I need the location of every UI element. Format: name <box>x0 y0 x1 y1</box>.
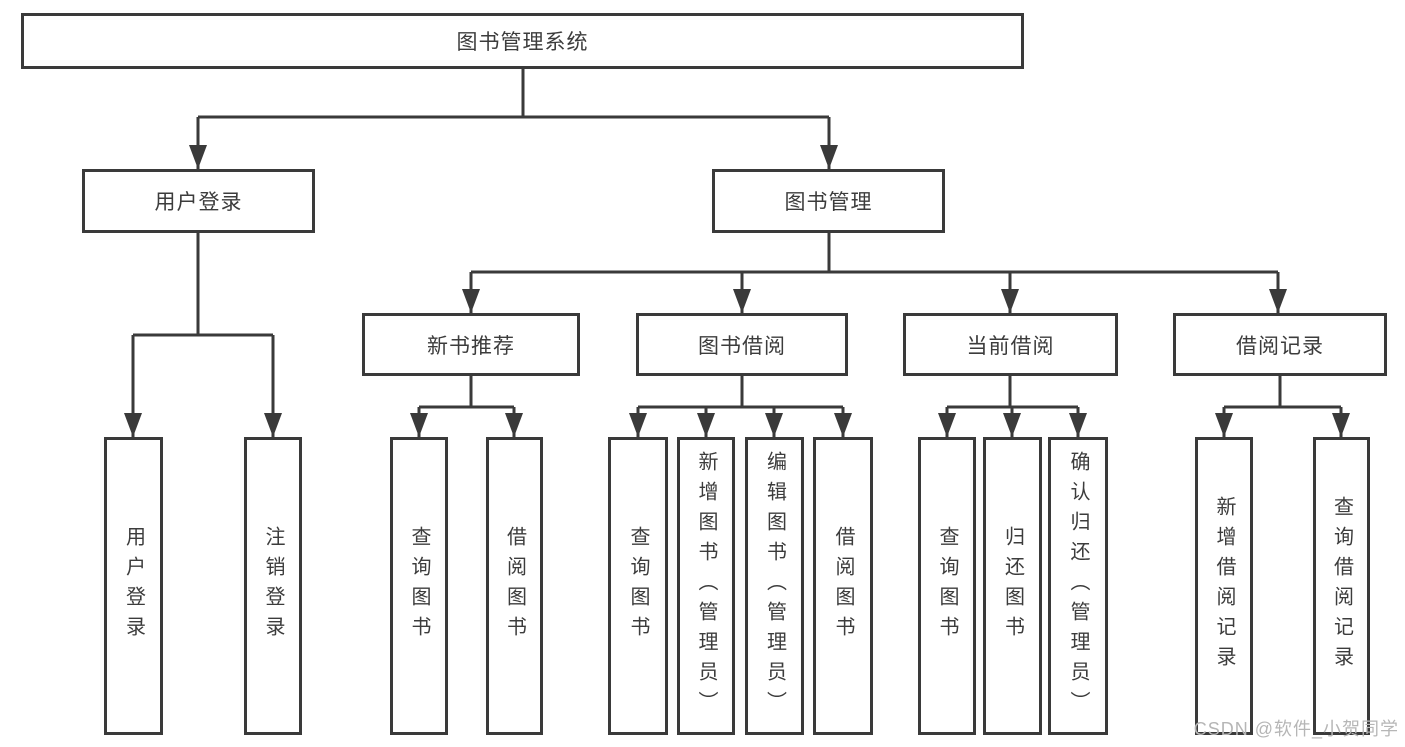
node-borrowing-records: 借阅记录 <box>1173 313 1387 376</box>
leaf-add-books-admin: 新增图书（管理员） <box>677 437 735 735</box>
node-new-book-recommendation: 新书推荐 <box>362 313 580 376</box>
leaf-query-books-current: 查询图书 <box>918 437 976 735</box>
node-user-login: 用户登录 <box>82 169 315 233</box>
leaf-return-books: 归还图书 <box>983 437 1042 735</box>
leaf-user-login: 用户登录 <box>104 437 163 735</box>
leaf-label: 新增借阅记录 <box>1213 496 1235 676</box>
leaf-label: 借阅图书 <box>503 526 526 646</box>
leaf-label: 查询图书 <box>936 526 958 646</box>
leaf-label: 确认归还（管理员） <box>1067 451 1089 721</box>
leaf-edit-books-admin: 编辑图书（管理员） <box>745 437 804 735</box>
leaf-add-borrow-record: 新增借阅记录 <box>1195 437 1253 735</box>
leaf-label: 编辑图书（管理员） <box>763 451 786 721</box>
leaf-label: 用户登录 <box>122 526 145 646</box>
leaf-label: 借阅图书 <box>832 526 854 646</box>
leaf-label: 注销登录 <box>262 526 284 646</box>
leaf-confirm-return-admin: 确认归还（管理员） <box>1048 437 1108 735</box>
leaf-label: 归还图书 <box>1001 526 1024 646</box>
node-book-borrowing: 图书借阅 <box>636 313 848 376</box>
leaf-label: 查询图书 <box>408 526 430 646</box>
node-book-management: 图书管理 <box>712 169 945 233</box>
leaf-label: 查询借阅记录 <box>1330 496 1353 676</box>
leaf-query-books-recommend: 查询图书 <box>390 437 448 735</box>
root-node-library-system: 图书管理系统 <box>21 13 1024 69</box>
leaf-query-books-borrow: 查询图书 <box>608 437 668 735</box>
node-current-borrowing: 当前借阅 <box>903 313 1118 376</box>
leaf-borrow-books-recommend: 借阅图书 <box>486 437 543 735</box>
leaf-label: 新增图书（管理员） <box>695 451 717 721</box>
csdn-watermark: CSDN @软件_小贺同学 <box>1193 719 1399 739</box>
leaf-query-borrow-record: 查询借阅记录 <box>1313 437 1370 735</box>
leaf-logout: 注销登录 <box>244 437 302 735</box>
leaf-label: 查询图书 <box>627 526 649 646</box>
leaf-borrow-books: 借阅图书 <box>813 437 873 735</box>
